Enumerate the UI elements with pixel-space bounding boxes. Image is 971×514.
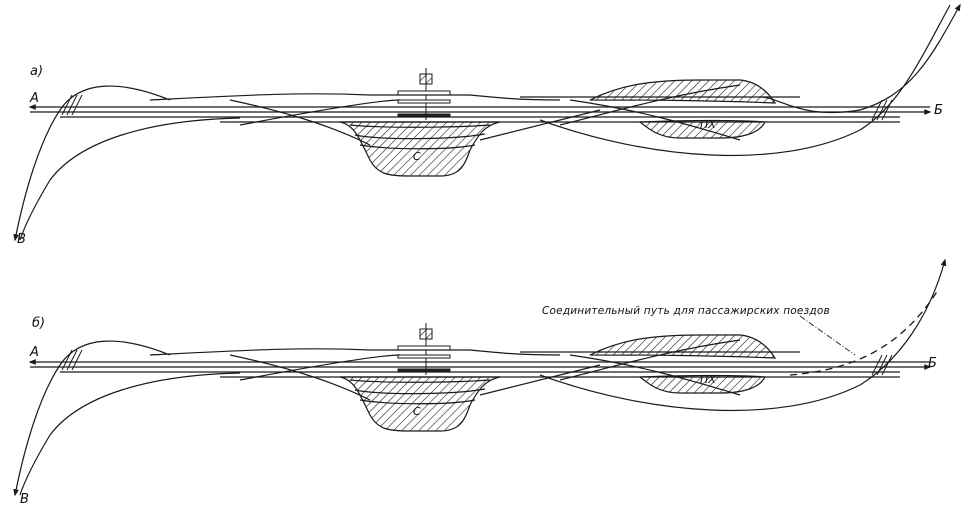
yard-a-ph-label: ПХ — [700, 118, 716, 131]
line-to-V — [13, 340, 171, 497]
crossing-mark — [871, 354, 883, 376]
yard-track — [349, 379, 491, 383]
station-track — [149, 93, 561, 101]
crossing-mark — [66, 94, 78, 116]
crossing-mark — [61, 94, 73, 116]
station-a-right-label: Б — [934, 103, 943, 118]
station-b-right-label: Б — [928, 356, 937, 371]
line-to-V — [19, 117, 241, 241]
platform — [397, 354, 451, 359]
crossing-mark — [66, 349, 78, 371]
yard-b-ph-label: ПХ — [700, 373, 716, 386]
yard-track — [354, 388, 486, 395]
yard-track — [354, 133, 486, 140]
crossover — [559, 84, 741, 126]
line-to-B — [759, 3, 961, 114]
receiving-yard — [589, 334, 777, 359]
line-to-V — [19, 372, 241, 496]
crossover — [229, 99, 371, 146]
crossing-mark — [871, 99, 883, 121]
crossover — [479, 109, 601, 141]
crossover — [569, 354, 741, 396]
crossover — [559, 339, 741, 381]
receiving-yard — [589, 79, 777, 104]
crossover — [239, 99, 401, 126]
note-leader-line — [799, 315, 856, 356]
yard-track — [359, 399, 476, 405]
connecting-track-note: Соединительный путь для пассажирских пое… — [542, 305, 830, 317]
line-to-B — [539, 4, 951, 157]
station-track — [149, 348, 561, 356]
line-to-V — [13, 85, 171, 242]
yard-track — [349, 124, 491, 128]
yard-a-sorting-label: С — [413, 150, 421, 163]
crossing-mark — [71, 349, 83, 371]
yard-b-sorting-label: С — [413, 405, 421, 418]
scheme-a — [13, 3, 961, 242]
connecting-track-dashed — [789, 289, 939, 376]
crossing-mark — [876, 99, 888, 121]
platform — [397, 99, 451, 104]
yard-track — [359, 144, 476, 150]
crossing-mark — [876, 354, 888, 376]
station-a-left-label: А — [30, 91, 39, 106]
crossover — [479, 364, 601, 396]
scheme-b — [13, 258, 947, 497]
crossover — [569, 99, 741, 141]
panel-b-label: б) — [32, 316, 46, 331]
station-b-left-label: А — [30, 345, 39, 360]
crossover — [229, 354, 371, 401]
crossing-mark — [61, 349, 73, 371]
crossing-mark — [71, 94, 83, 116]
crossover — [239, 354, 401, 381]
line-to-B — [539, 258, 947, 412]
station-b-bottom-label: В — [20, 492, 29, 507]
crossing-mark — [881, 99, 893, 121]
platform — [397, 345, 451, 351]
station-a-bottom-label: В — [17, 232, 26, 247]
panel-a-label: а) — [30, 64, 44, 79]
crossing-mark — [881, 354, 893, 376]
